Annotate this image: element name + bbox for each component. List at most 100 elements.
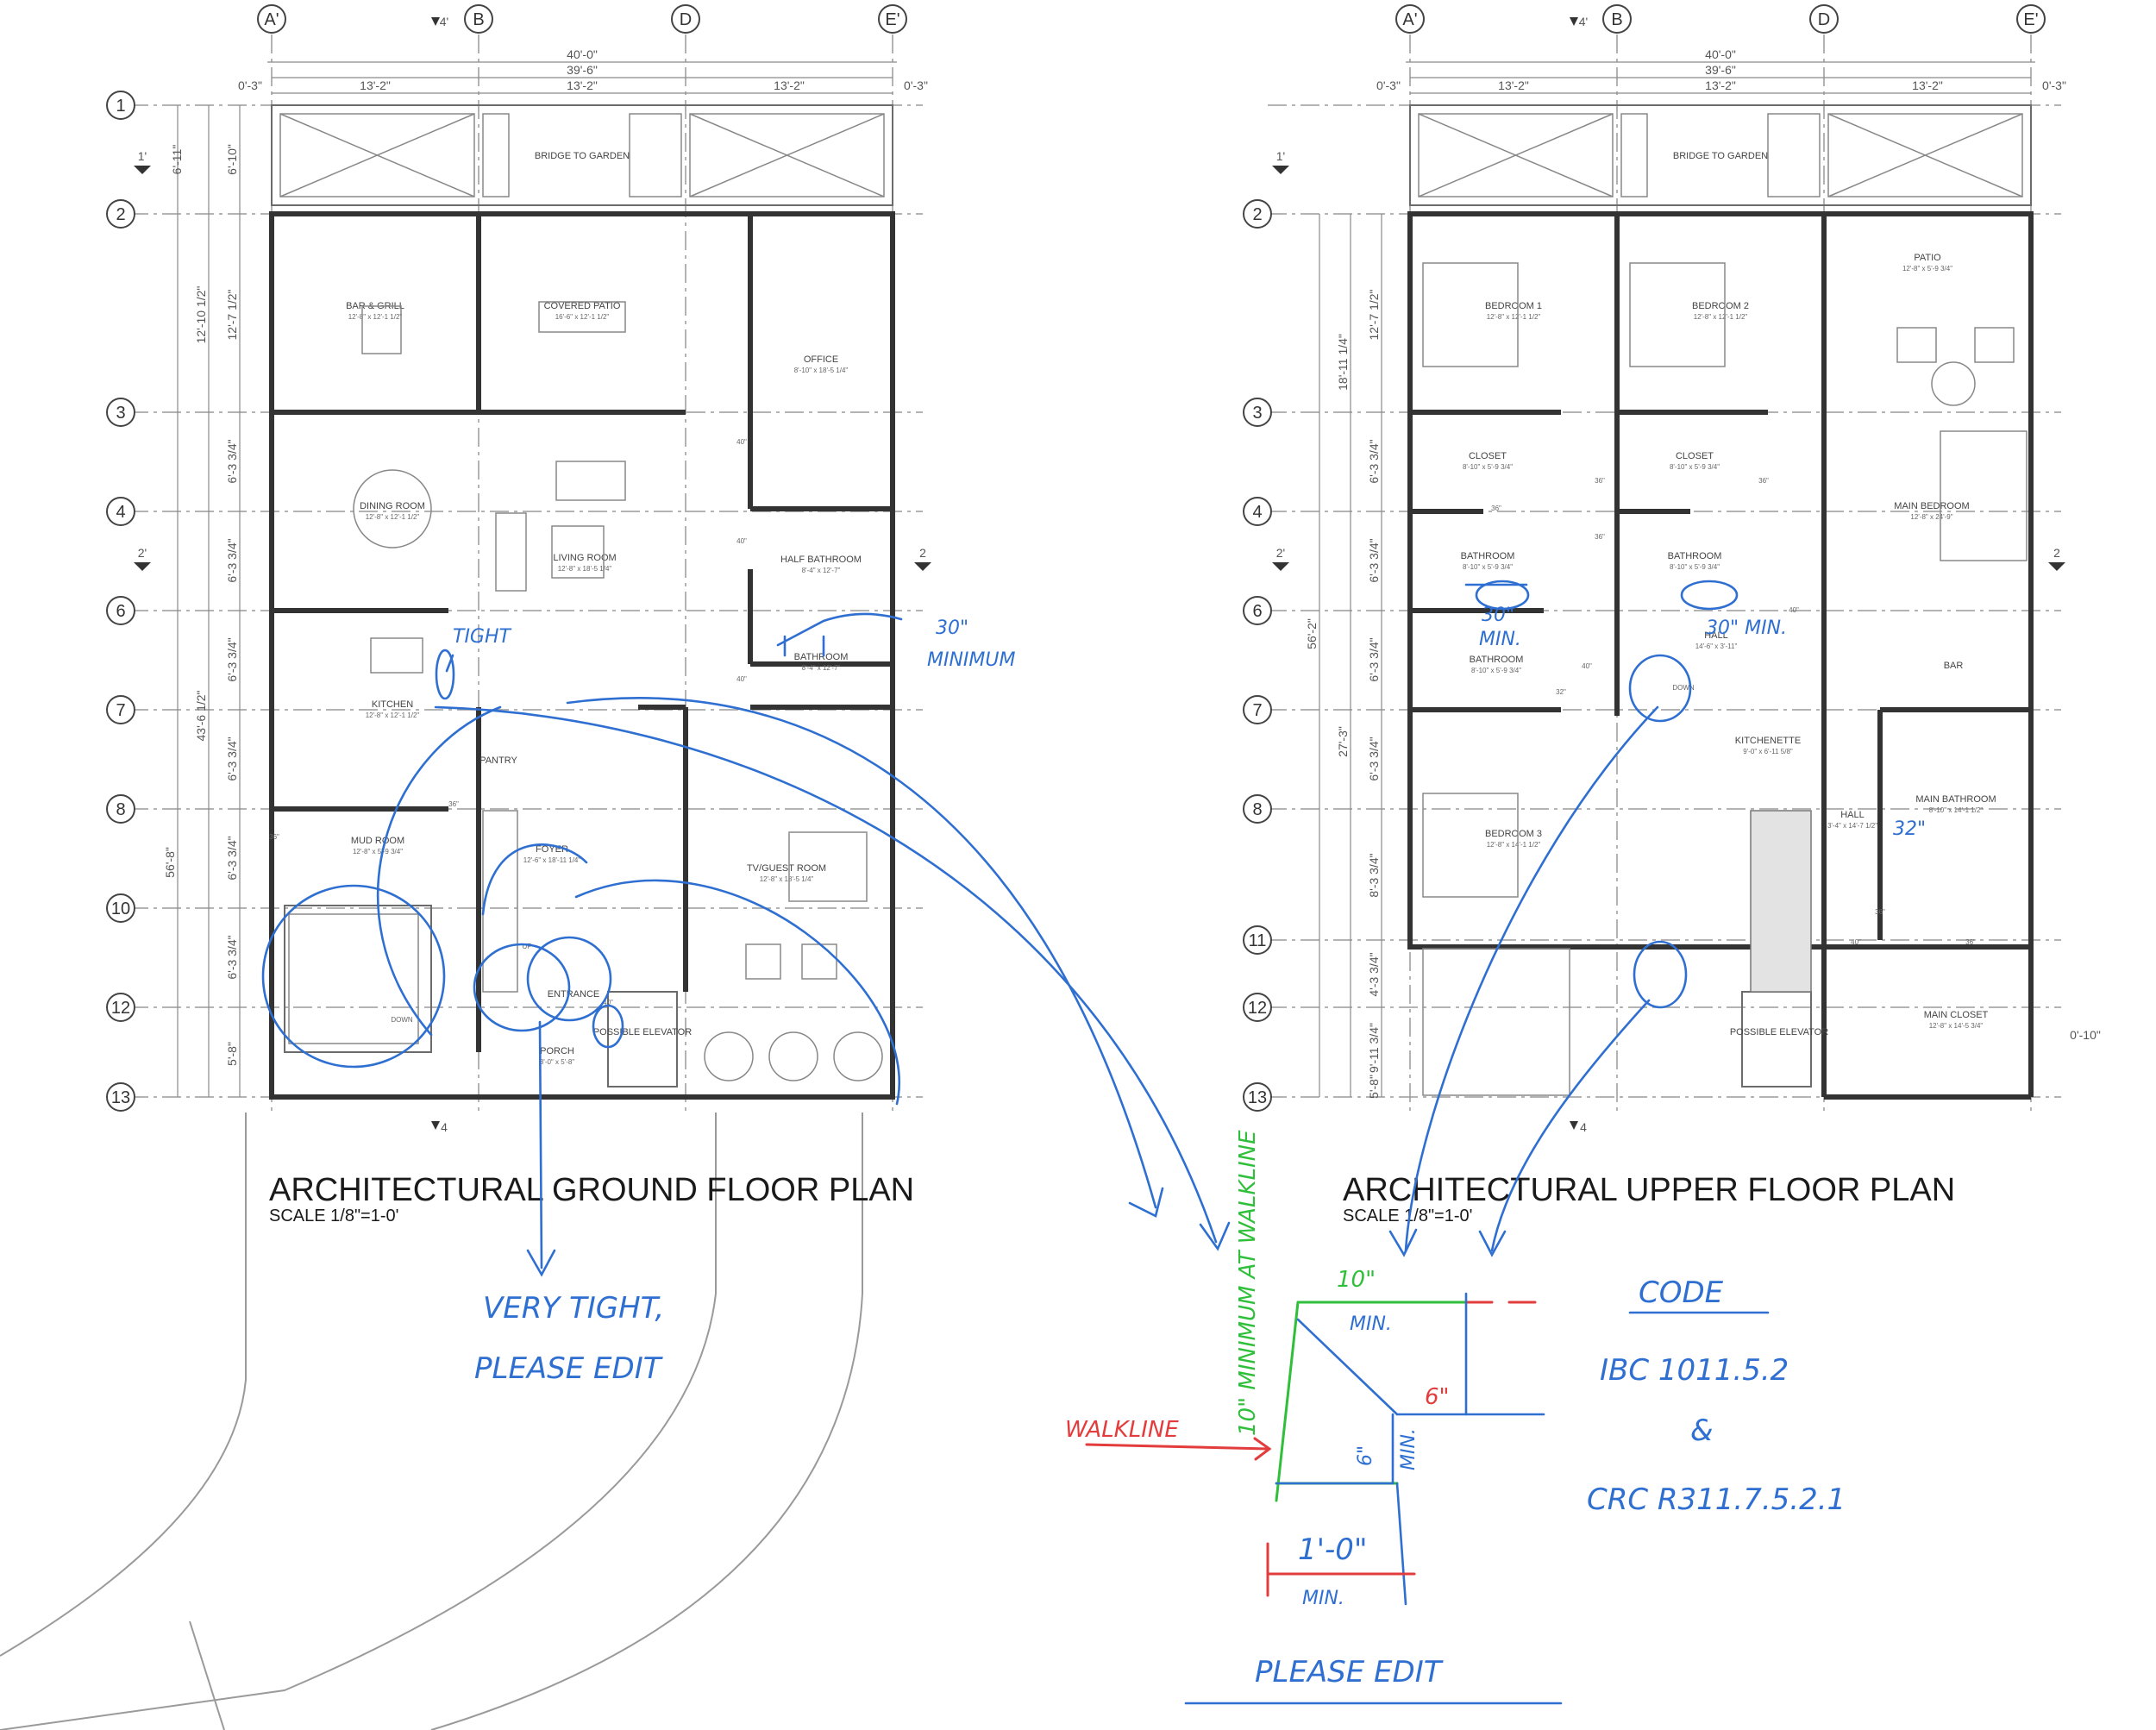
svg-text:4': 4' bbox=[1579, 15, 1588, 28]
svg-text:6'-3 3/4": 6'-3 3/4" bbox=[225, 439, 239, 483]
svg-text:MIN.: MIN. bbox=[1398, 1428, 1420, 1470]
grid-col-e: E' bbox=[885, 10, 899, 29]
room-covered-patio: COVERED PATIO bbox=[544, 301, 621, 311]
svg-text:12'-8" x 5'-9 3/4": 12'-8" x 5'-9 3/4" bbox=[353, 848, 403, 856]
grid-row-10: 10 bbox=[111, 899, 130, 918]
svg-text:40": 40" bbox=[1789, 606, 1799, 614]
upper-room-labels: BEDROOM 1 12'-8" x 12'-1 1/2" BEDROOM 2 … bbox=[1461, 253, 1996, 1037]
upper-grid-col-e: E' bbox=[2023, 10, 2038, 29]
upper-top-dimensions: 40'-0" 39'-6" 0'-3" 0'-3" 13'-2" 13'-2" … bbox=[1376, 47, 2101, 1042]
svg-text:40'-0": 40'-0" bbox=[1705, 47, 1736, 61]
room-half-bathroom: HALF BATHROOM bbox=[780, 555, 862, 565]
svg-text:12'-8" x 12'-1 1/2": 12'-8" x 12'-1 1/2" bbox=[1487, 313, 1541, 321]
grid-row-4: 4 bbox=[116, 503, 125, 522]
svg-text:40": 40" bbox=[736, 537, 747, 545]
ground-section-marks: 4' 1' 2' 2 4 bbox=[134, 15, 931, 1134]
svg-text:3'-4" x 14'-7 1/2": 3'-4" x 14'-7 1/2" bbox=[1827, 822, 1877, 830]
svg-text:6'-3 3/4": 6'-3 3/4" bbox=[225, 637, 239, 681]
note-ten-minimum-walkline: 10" MINIMUM AT WALKLINE bbox=[1235, 1130, 1261, 1436]
svg-text:9'-11 3/4": 9'-11 3/4" bbox=[1367, 1023, 1381, 1073]
ground-plan-scale: SCALE 1/8"=1-0' bbox=[269, 1207, 398, 1225]
upper-row-bubbles: 2 3 4 6 7 8 11 12 13 bbox=[1243, 199, 1272, 1112]
svg-text:30": 30" bbox=[1482, 605, 1514, 626]
svg-text:&: & bbox=[1690, 1413, 1714, 1448]
svg-text:1': 1' bbox=[138, 149, 147, 163]
svg-text:0'-3": 0'-3" bbox=[2042, 78, 2066, 92]
note-please-edit-ground: PLEASE EDIT bbox=[474, 1351, 663, 1386]
svg-text:POSSIBLE ELEVATOR: POSSIBLE ELEVATOR bbox=[1730, 1027, 1828, 1037]
svg-text:56'-2": 56'-2" bbox=[1305, 618, 1319, 649]
svg-text:0'-10": 0'-10" bbox=[2070, 1028, 2101, 1042]
room-hall-upper: HALL bbox=[1704, 630, 1728, 641]
ground-left-dimensions: 56'-8" 12'-10 1/2" 43'-6 1/2" 6'-11" 6'-… bbox=[163, 105, 241, 1097]
upper-left-dimensions: 56'-2" 18'-11 1/4" 27'-3" 12'-7 1/2" 6'-… bbox=[1305, 214, 1382, 1099]
grid-row-7: 7 bbox=[116, 701, 125, 720]
room-main-bedroom: MAIN BEDROOM bbox=[1894, 501, 1969, 511]
svg-text:2: 2 bbox=[1252, 205, 1262, 224]
svg-text:11: 11 bbox=[1249, 931, 1267, 950]
grid-row-12: 12 bbox=[111, 999, 130, 1018]
room-patio: PATIO bbox=[1914, 253, 1941, 263]
svg-text:12'-8" x 14'-1 1/2": 12'-8" x 14'-1 1/2" bbox=[1487, 841, 1541, 849]
ground-site-road bbox=[0, 1113, 863, 1730]
svg-text:36": 36" bbox=[1491, 505, 1501, 512]
note-code-heading: CODE bbox=[1639, 1276, 1724, 1310]
svg-text:36": 36" bbox=[1595, 533, 1605, 541]
ground-markup: TIGHT 30" MINIMUM VERY TIGHT, PLEASE EDI… bbox=[261, 612, 1231, 1386]
ground-walls bbox=[269, 211, 895, 1100]
svg-text:8'-10" x 5'-9 3/4": 8'-10" x 5'-9 3/4" bbox=[1463, 463, 1513, 471]
svg-text:1': 1' bbox=[1276, 149, 1285, 163]
note-code-ibc: IBC 1011.5.2 bbox=[1600, 1353, 1789, 1388]
note-minimum: MINIMUM bbox=[927, 649, 1015, 671]
grid-col-d: D bbox=[680, 10, 692, 29]
svg-text:8'-10" x 14'-1 1/2": 8'-10" x 14'-1 1/2" bbox=[1929, 806, 1984, 814]
grid-row-6: 6 bbox=[116, 602, 125, 621]
svg-text:6'-3 3/4": 6'-3 3/4" bbox=[1367, 538, 1381, 582]
svg-text:UP: UP bbox=[522, 943, 531, 950]
svg-text:40": 40" bbox=[736, 438, 747, 446]
code-references: CODE IBC 1011.5.2 & CRC R311.7.5.2.1 bbox=[1587, 1276, 1846, 1517]
svg-text:8'-10" x 5'-9 3/4": 8'-10" x 5'-9 3/4" bbox=[1471, 667, 1521, 674]
svg-text:12'-8" x 18'-5 1/4": 12'-8" x 18'-5 1/4" bbox=[760, 875, 814, 883]
svg-text:13'-2": 13'-2" bbox=[360, 78, 391, 92]
svg-text:12'-7 1/2": 12'-7 1/2" bbox=[1367, 289, 1381, 340]
svg-text:8'-10" x 5'-9 3/4": 8'-10" x 5'-9 3/4" bbox=[1463, 563, 1513, 571]
room-entrance: ENTRANCE bbox=[548, 989, 600, 1000]
svg-text:12: 12 bbox=[1248, 999, 1267, 1018]
svg-text:40": 40" bbox=[603, 999, 613, 1006]
room-bedroom-1: BEDROOM 1 bbox=[1485, 301, 1542, 311]
svg-text:8'-4" x 12'-7": 8'-4" x 12'-7" bbox=[802, 664, 841, 672]
svg-text:2: 2 bbox=[2053, 546, 2060, 560]
svg-text:4': 4' bbox=[440, 15, 448, 28]
room-bedroom-3: BEDROOM 3 bbox=[1485, 829, 1542, 839]
stair-detail-sketch: 10" MINIMUM AT WALKLINE WALKLINE 10" MIN… bbox=[1065, 1130, 1563, 1705]
svg-text:12'-6" x 18'-11 1/4": 12'-6" x 18'-11 1/4" bbox=[523, 856, 581, 864]
svg-text:12'-8" x 14'-5 3/4": 12'-8" x 14'-5 3/4" bbox=[1929, 1022, 1984, 1030]
svg-text:5'-8": 5'-8" bbox=[1367, 1075, 1381, 1099]
room-main-closet: MAIN CLOSET bbox=[1924, 1010, 1989, 1020]
svg-text:6": 6" bbox=[1425, 1384, 1450, 1410]
grid-col-a: A' bbox=[264, 10, 279, 29]
room-office: OFFICE bbox=[804, 354, 838, 365]
ground-room-labels: BAR & GRILL 12'-8" x 12'-1 1/2" COVERED … bbox=[269, 301, 862, 1066]
svg-text:27'-3": 27'-3" bbox=[1336, 726, 1350, 757]
svg-text:8'-10" x 18'-5 1/4": 8'-10" x 18'-5 1/4" bbox=[794, 367, 849, 374]
upper-section-marks: 4' 1' 2' 2 4 bbox=[1272, 15, 2065, 1134]
upper-plan-scale: SCALE 1/8"=1-0' bbox=[1343, 1207, 1472, 1225]
upper-grid-col-d: D bbox=[1818, 10, 1830, 29]
ground-floor-plan: A' B D E' 1 2 3 4 6 7 8 10 12 13 4' 1' 2… bbox=[0, 4, 931, 1730]
svg-text:16'-6" x 12'-1 1/2": 16'-6" x 12'-1 1/2" bbox=[555, 313, 610, 321]
svg-text:14'-6" x 3'-11": 14'-6" x 3'-11" bbox=[1695, 642, 1738, 650]
ground-column-bubbles: A' B D E' bbox=[257, 4, 907, 34]
svg-text:5'-8": 5'-8" bbox=[225, 1042, 239, 1066]
svg-text:MIN.: MIN. bbox=[1479, 629, 1521, 650]
room-bathroom-a: BATHROOM bbox=[1461, 551, 1515, 561]
svg-text:18'-11 1/4": 18'-11 1/4" bbox=[1336, 334, 1350, 391]
svg-text:6'-3 3/4": 6'-3 3/4" bbox=[225, 538, 239, 582]
ground-row-bubbles: 1 2 3 4 6 7 8 10 12 13 bbox=[106, 91, 135, 1112]
svg-text:DOWN: DOWN bbox=[1672, 684, 1695, 692]
ground-overall-depth: 56'-8" bbox=[163, 847, 177, 878]
svg-text:39'-6": 39'-6" bbox=[567, 63, 598, 77]
svg-text:40": 40" bbox=[736, 675, 747, 683]
note-walkline: WALKLINE bbox=[1065, 1417, 1179, 1443]
